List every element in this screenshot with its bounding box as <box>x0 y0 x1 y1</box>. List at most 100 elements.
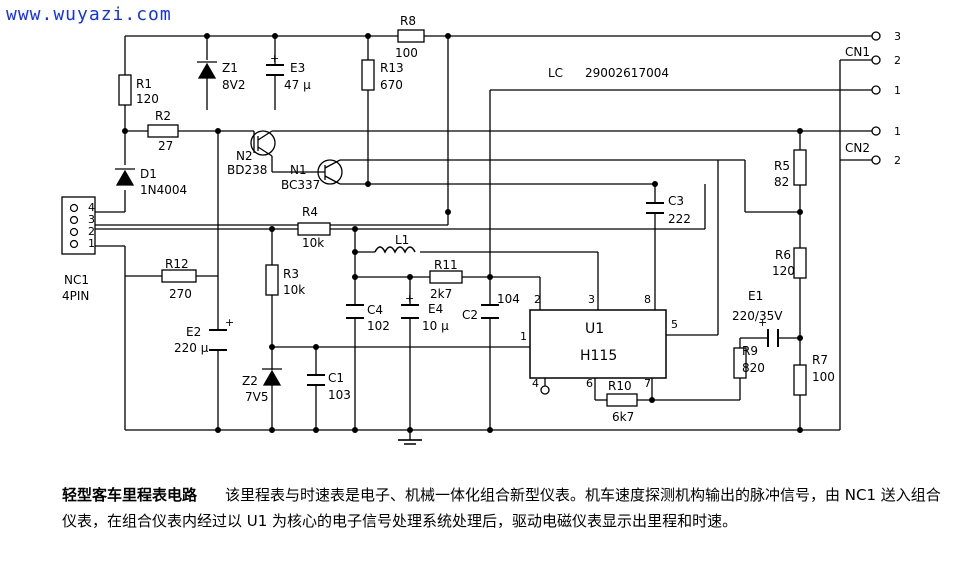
value-r7: 100 <box>812 370 835 384</box>
svg-text:1: 1 <box>520 330 527 343</box>
value-z1: 8V2 <box>222 78 245 92</box>
label-z1: Z1 <box>222 61 238 75</box>
label-r10: R10 <box>608 379 632 393</box>
label-lc: LC <box>548 66 563 80</box>
label-u1: U1 <box>585 321 604 337</box>
caption-body: 该里程表与时速表是电子、机械一体化组合新型仪表。机车速度探测机构输出的脉冲信号，… <box>62 486 941 530</box>
value-r1: 120 <box>136 92 159 106</box>
value-r4: 10k <box>302 236 324 250</box>
resistor-r13 <box>361 59 375 91</box>
label-r9: R9 <box>742 344 758 358</box>
svg-text:+: + <box>405 292 414 305</box>
label-c1: C1 <box>328 371 344 385</box>
label-r4: R4 <box>302 205 318 219</box>
value-nc1: 4PIN <box>62 289 89 303</box>
value-r8: 100 <box>395 46 418 60</box>
value-z2: 7V5 <box>245 390 268 404</box>
svg-text:3: 3 <box>894 30 901 43</box>
resistor-r9 <box>733 347 747 379</box>
svg-text:1: 1 <box>88 237 95 250</box>
label-l1: L1 <box>395 233 409 247</box>
svg-text:2: 2 <box>894 154 901 167</box>
value-e4: 10 μ <box>422 319 449 333</box>
label-e4: E4 <box>428 302 443 316</box>
label-e1: E1 <box>748 289 763 303</box>
label-c4: C4 <box>367 303 383 317</box>
resistor-r8 <box>397 29 425 43</box>
label-cn1: CN1 <box>845 45 870 59</box>
value-r13: 670 <box>380 78 403 92</box>
label-r5: R5 <box>774 159 790 173</box>
resistor-r7 <box>793 364 807 396</box>
label-cn2: CN2 <box>845 141 870 155</box>
svg-text:2: 2 <box>88 225 95 238</box>
label-z2: Z2 <box>242 374 258 388</box>
resistor-r12 <box>161 269 197 283</box>
label-r2: R2 <box>155 109 171 123</box>
svg-text:2: 2 <box>534 293 541 306</box>
label-e3: E3 <box>290 61 305 75</box>
value-c2: 104 <box>497 292 520 306</box>
label-r12: R12 <box>165 257 189 271</box>
svg-text:2: 2 <box>894 54 901 67</box>
transistor-n2 <box>250 130 276 156</box>
value-r9: 820 <box>742 361 765 375</box>
svg-text:6: 6 <box>586 377 593 390</box>
resistor-r10 <box>606 393 638 407</box>
svg-text:1: 1 <box>894 125 901 138</box>
value-e2: 220 μ <box>174 341 209 355</box>
label-r1: R1 <box>136 77 152 91</box>
circuit-schematic: R8 100 R1 120 Z1 8V2 E3 47 μ R13 670 LC … <box>61 14 901 445</box>
label-d1: D1 <box>140 167 157 181</box>
svg-text:7: 7 <box>644 377 651 390</box>
inductor-l1 <box>374 246 416 254</box>
value-r2: 27 <box>158 139 173 153</box>
resistor-r1 <box>118 74 132 106</box>
value-u1: H115 <box>580 348 617 364</box>
svg-text:3: 3 <box>88 213 95 226</box>
caption: 轻型客车里程表电路该里程表与时速表是电子、机械一体化组合新型仪表。机车速度探测机… <box>62 482 942 534</box>
resistor-r2 <box>147 124 179 138</box>
svg-text:5: 5 <box>671 318 678 331</box>
value-e3: 47 μ <box>284 78 311 92</box>
value-n1: BC337 <box>281 178 320 192</box>
resistor-r4 <box>297 222 331 236</box>
value-d1: 1N4004 <box>140 183 187 197</box>
svg-text:+: + <box>225 316 234 329</box>
zener-z2 <box>262 369 282 386</box>
svg-text:4: 4 <box>88 201 95 214</box>
label-r6: R6 <box>775 248 791 262</box>
label-r7: R7 <box>812 353 828 367</box>
svg-text:+: + <box>270 52 279 65</box>
svg-text:3: 3 <box>588 293 595 306</box>
resistor-r11 <box>429 270 463 284</box>
value-r5: 82 <box>774 175 789 189</box>
value-c1: 103 <box>328 388 351 402</box>
svg-text:8: 8 <box>644 293 651 306</box>
value-r10: 6k7 <box>612 410 634 424</box>
value-c3: 222 <box>668 212 691 226</box>
label-r11: R11 <box>434 258 458 272</box>
label-n2: N2 <box>236 149 253 163</box>
label-e2: E2 <box>186 325 201 339</box>
value-n2: BD238 <box>227 163 267 177</box>
value-e1: 220/35V <box>732 309 783 323</box>
resistor-r3 <box>265 264 279 296</box>
caption-title: 轻型客车里程表电路 <box>62 486 198 504</box>
watermark: www.wuyazi.com <box>6 4 172 25</box>
label-nc1: NC1 <box>64 273 89 287</box>
label-r3: R3 <box>283 267 299 281</box>
svg-text:4: 4 <box>532 377 539 390</box>
svg-text:1: 1 <box>894 84 901 97</box>
zener-z1 <box>197 62 217 79</box>
resistor-r5 <box>793 149 807 186</box>
label-r13: R13 <box>380 61 404 75</box>
connector-nc1 <box>61 196 96 255</box>
value-r12: 270 <box>169 287 192 301</box>
label-c2: C2 <box>462 308 478 322</box>
ic-u1 <box>529 309 667 379</box>
value-r3: 10k <box>283 283 305 297</box>
label-n1: N1 <box>290 163 307 177</box>
value-c4: 102 <box>367 319 390 333</box>
label-c3: C3 <box>668 194 684 208</box>
